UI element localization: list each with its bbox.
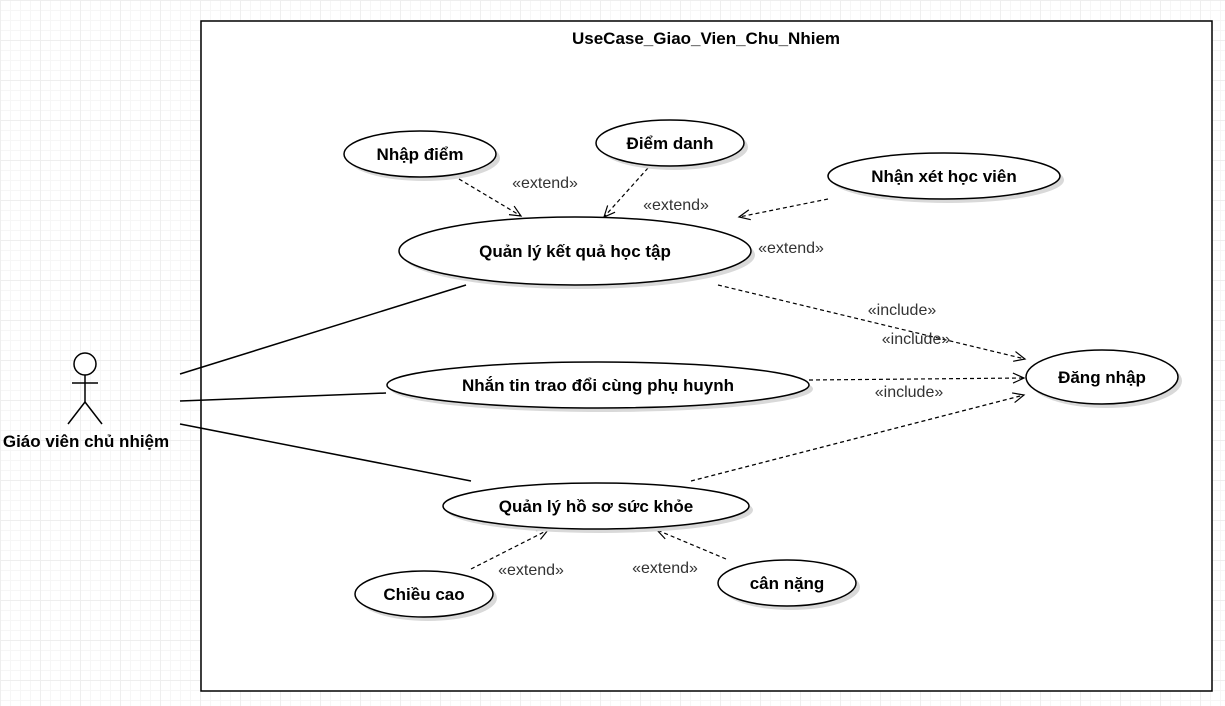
extend-arrow-nhap-diem[interactable] [458,178,523,217]
include-arrow-nhan-tin[interactable] [808,372,1026,384]
system-title: UseCase_Giao_Vien_Chu_Nhiem [572,29,840,48]
usecase-label: Quản lý kết quả học tập [479,242,671,261]
actor-head [73,352,97,376]
usecase-nhan-xet[interactable]: Nhận xét học viên [827,152,1064,203]
include-label-nhan-tin: «include» [882,331,951,348]
usecase-ellipse [595,119,745,167]
extend-arrow-can-nang[interactable] [655,529,727,560]
usecase-ellipse [343,130,497,178]
actor-label: Giáo viên chủ nhiệm [3,432,169,451]
usecase-chieu-cao[interactable]: Chiều cao [354,570,497,621]
actor-giao-vien[interactable] [67,352,103,425]
usecase-ellipse [1025,349,1179,405]
extend-label-can-nang: «extend» [632,560,698,577]
usecase-label: Đăng nhập [1058,368,1146,387]
actor-right-leg [84,401,103,425]
usecase-label: Điểm danh [627,134,714,153]
include-label-suc-khoe: «include» [875,384,944,401]
association-suc-khoe[interactable] [179,423,472,482]
usecase-label: Quản lý hồ sơ sức khỏe [499,497,693,516]
extend-label-diem-danh: «extend» [643,197,709,214]
association-ket-qua[interactable] [179,284,467,375]
usecase-dang-nhap[interactable]: Đăng nhập [1025,349,1182,408]
usecase-label: Nhận xét học viên [871,167,1016,186]
usecase-ellipse [386,361,810,409]
association-nhan-tin[interactable] [179,392,387,402]
usecase-can-nang[interactable]: cân nặng [717,559,860,610]
usecase-nhap-diem[interactable]: Nhập điểm [343,130,500,181]
usecase-label: cân nặng [750,574,825,593]
usecase-ellipse [442,482,750,530]
usecase-ellipse [398,216,752,286]
include-arrow-suc-khoe[interactable] [690,392,1026,482]
extend-label-nhan-xet: «extend» [758,240,824,257]
extend-arrow-nhan-xet[interactable] [737,198,829,221]
usecase-quan-ly-suc-khoe[interactable]: Quản lý hồ sơ sức khỏe [442,482,753,533]
extend-label-chieu-cao: «extend» [498,562,564,579]
extend-label-nhap-diem: «extend» [512,175,578,192]
usecase-ellipse [827,152,1061,200]
extend-arrow-chieu-cao[interactable] [470,529,550,570]
usecase-diem-danh[interactable]: Điểm danh [595,119,748,170]
usecase-quan-ly-ket-qua[interactable]: Quản lý kết quả học tập [398,216,755,289]
usecase-label: Nhắn tin trao đổi cùng phụ huynh [462,376,734,395]
include-label-ket-qua: «include» [868,302,937,319]
actor-left-leg [67,401,86,425]
extend-arrow-diem-danh[interactable] [603,167,649,219]
usecase-ellipse [717,559,857,607]
usecase-nhan-tin[interactable]: Nhắn tin trao đổi cùng phụ huynh [386,361,813,412]
usecase-label: Nhập điểm [377,145,464,164]
include-arrow-ket-qua[interactable] [717,284,1027,362]
usecase-label: Chiều cao [383,585,464,604]
usecase-ellipse [354,570,494,618]
